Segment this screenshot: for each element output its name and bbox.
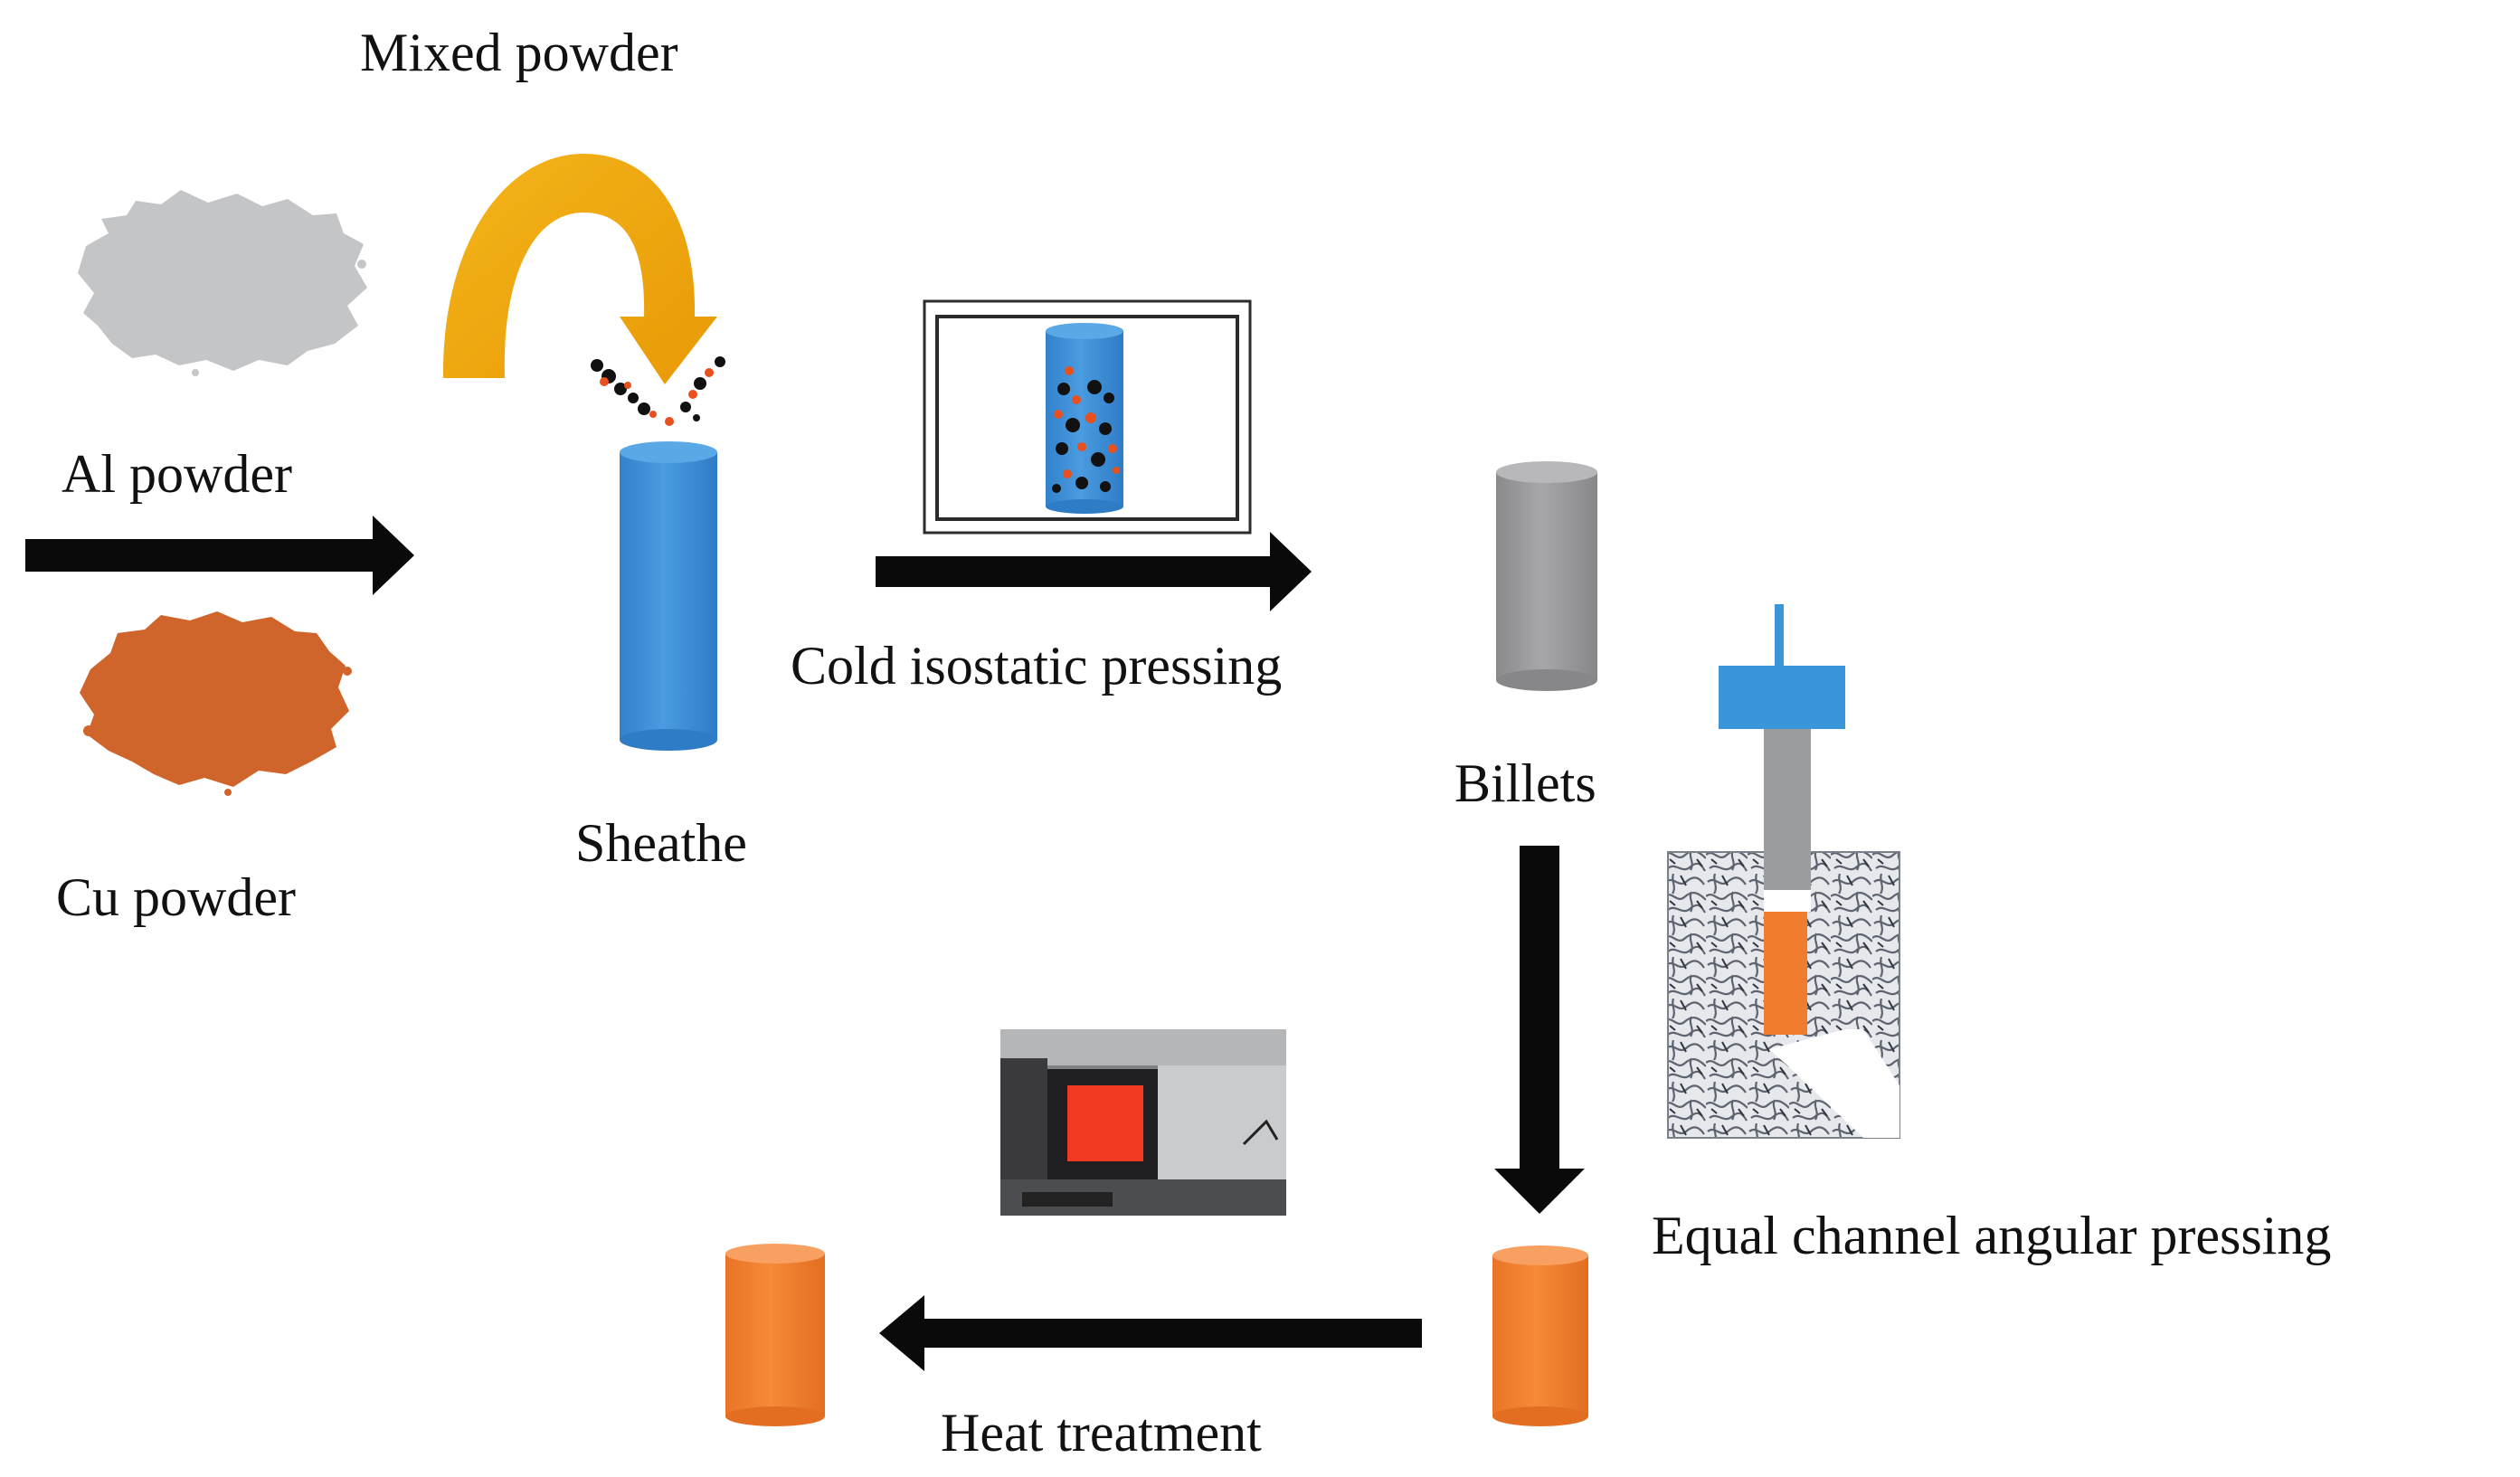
ecap-label: Equal channel angular pressing [1652, 1206, 2332, 1265]
cu-powder-label: Cu powder [56, 867, 296, 927]
heat-treatment-label: Heat treatment [941, 1403, 1262, 1463]
left-arrow-icon [25, 516, 414, 595]
cu-powder-icon [80, 611, 352, 796]
mixed-powder-arrow-icon [442, 154, 717, 384]
powder-particles-icon [591, 356, 725, 426]
ecap-die-icon [1667, 604, 1900, 1139]
mixed-powder-label: Mixed powder [360, 23, 678, 82]
cold-isostatic-pressing-label: Cold isostatic pressing [791, 636, 1283, 696]
billet-cylinder-icon [1496, 461, 1597, 691]
heat-treated-billet-icon [725, 1244, 825, 1426]
processed-billet-icon [1492, 1245, 1588, 1426]
cip-vessel-icon [923, 299, 1252, 535]
cip-arrow-icon [876, 532, 1312, 611]
heat-arrow-icon [879, 1295, 1422, 1371]
sheathe-cylinder-icon [620, 441, 717, 751]
al-powder-label: Al powder [62, 444, 292, 504]
al-powder-icon [78, 190, 367, 376]
billets-label: Billets [1454, 753, 1596, 813]
down-arrow-icon [1494, 846, 1585, 1214]
sheathe-label: Sheathe [575, 813, 747, 873]
furnace-photo-icon [1000, 1029, 1286, 1216]
